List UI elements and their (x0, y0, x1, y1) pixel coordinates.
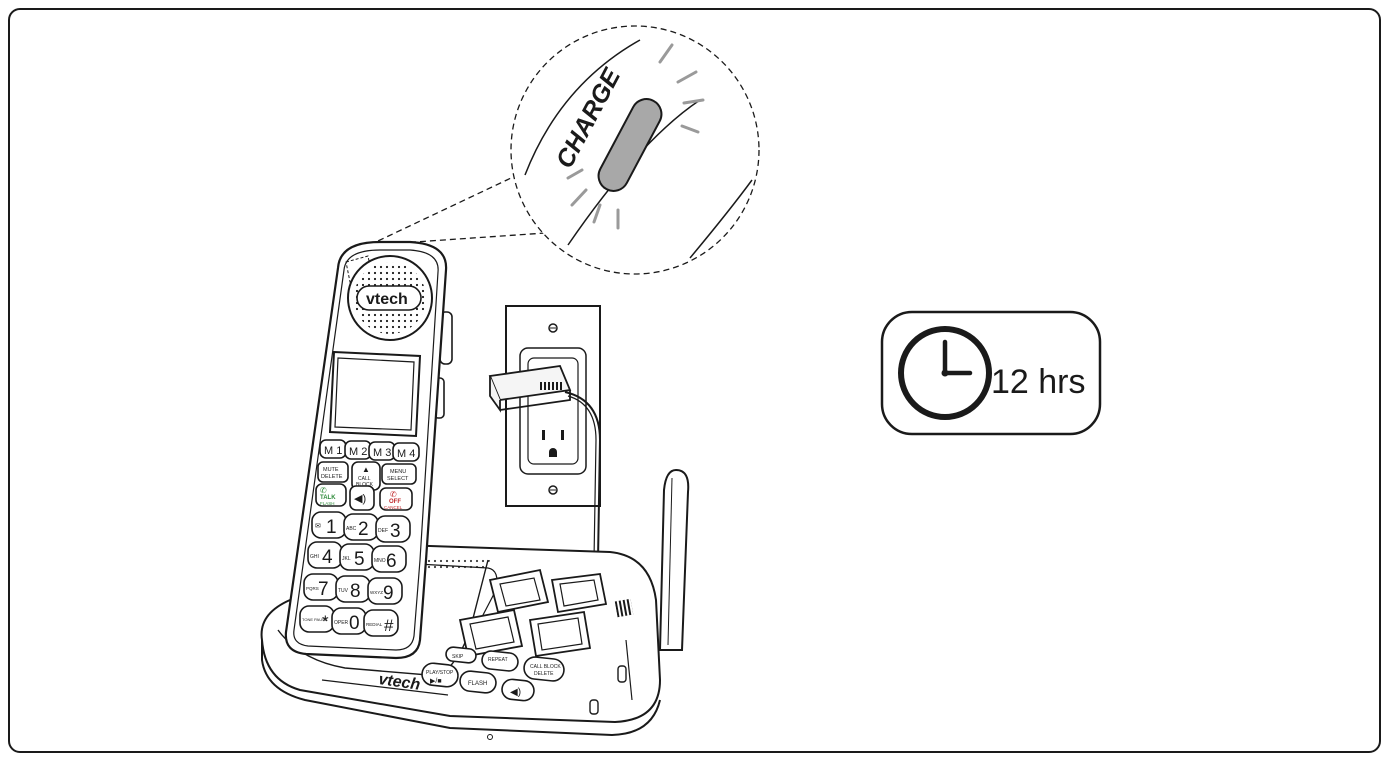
keypad-key-8[interactable]: TUV 8 (336, 576, 370, 602)
keypad-key-1[interactable]: ✉ 1 (312, 512, 346, 538)
svg-text:OPER: OPER (334, 620, 349, 626)
svg-text:FLASH: FLASH (468, 681, 487, 687)
memory-key-m2[interactable]: M 2 (345, 441, 371, 459)
svg-text:ABC: ABC (346, 526, 357, 532)
svg-text:◀): ◀) (354, 493, 366, 505)
svg-text:1: 1 (326, 517, 337, 538)
keypad-key-9[interactable]: WXYZ 9 (368, 578, 402, 604)
memory-key-m1[interactable]: M 1 (320, 440, 346, 458)
svg-text:◀): ◀) (510, 687, 521, 698)
base-memory-button-4[interactable] (530, 612, 590, 656)
svg-text:M 3: M 3 (373, 447, 391, 459)
svg-text:DELETE: DELETE (321, 474, 343, 480)
keypad-key-6[interactable]: MNO 6 (372, 546, 406, 572)
svg-text:✆: ✆ (390, 490, 397, 499)
base-call-block-delete-button[interactable]: CALL BLOCK DELETE (523, 656, 565, 682)
svg-text:✆: ✆ (320, 486, 327, 495)
svg-text:PQRS: PQRS (306, 586, 319, 591)
svg-text:CANCEL: CANCEL (384, 505, 403, 510)
keypad-key-7[interactable]: PQRS 7 (304, 574, 338, 600)
charge-duration-label: 12 hrs (991, 363, 1086, 401)
svg-text:JKL: JKL (342, 556, 351, 562)
svg-text:PLAY/STOP: PLAY/STOP (426, 670, 454, 676)
handset-brand-logo: vtech (366, 291, 408, 308)
svg-text:2: 2 (358, 519, 369, 540)
keypad-key-5[interactable]: JKL 5 (340, 544, 374, 570)
svg-text:TUV: TUV (338, 588, 349, 594)
base-speaker-button[interactable]: ◀) (501, 678, 535, 701)
svg-text:5: 5 (354, 549, 365, 570)
clock-icon (901, 329, 989, 417)
svg-text:MENU: MENU (390, 469, 406, 475)
svg-text:9: 9 (383, 583, 394, 604)
charge-time-badge: 12 hrs (882, 312, 1100, 434)
svg-text:✉: ✉ (315, 523, 321, 530)
svg-text:GHI: GHI (310, 554, 319, 560)
keypad-key-2[interactable]: ABC 2 (344, 514, 378, 540)
keypad-key-0[interactable]: OPER 0 (332, 608, 366, 634)
base-play-stop-button[interactable]: PLAY/STOP ▶/■ (421, 662, 459, 688)
talk-flash-key[interactable]: ✆ TALK FLASH (316, 484, 346, 506)
svg-text:REDIAL: REDIAL (366, 622, 383, 627)
wall-outlet (490, 306, 600, 560)
memory-key-m3[interactable]: M 3 (369, 442, 395, 460)
svg-text:#: # (384, 616, 394, 635)
mute-delete-key[interactable]: MUTE DELETE (318, 462, 348, 482)
svg-text:6: 6 (386, 551, 397, 572)
keypad-key-hash[interactable]: REDIAL # (364, 610, 398, 636)
keypad-key-star[interactable]: TONE PAUSE * (300, 606, 334, 632)
svg-text:M 4: M 4 (397, 448, 415, 460)
svg-text:M 1: M 1 (324, 445, 342, 457)
keypad-key-3[interactable]: DEF 3 (376, 516, 410, 542)
svg-text:DEF: DEF (378, 528, 388, 534)
menu-select-key[interactable]: MENU SELECT (382, 464, 416, 484)
volume-key[interactable]: ◀) (350, 486, 374, 510)
svg-text:▲: ▲ (362, 465, 370, 474)
svg-text:SKIP: SKIP (452, 654, 464, 660)
svg-text:REPEAT: REPEAT (488, 657, 508, 663)
svg-text:4: 4 (322, 547, 333, 568)
keypad-key-4[interactable]: GHI 4 (308, 542, 342, 568)
svg-text:FLASH: FLASH (320, 501, 335, 506)
svg-text:WXYZ: WXYZ (370, 590, 383, 595)
svg-text:3: 3 (390, 521, 401, 542)
memory-key-m4[interactable]: M 4 (393, 443, 419, 461)
base-skip-button[interactable]: SKIP (445, 646, 476, 663)
svg-text:M 2: M 2 (349, 446, 367, 458)
svg-text:MNO: MNO (374, 558, 386, 564)
base-repeat-button[interactable]: REPEAT (481, 650, 519, 672)
svg-text:8: 8 (350, 581, 361, 602)
handset-memory-keys: M 1 M 2 M 3 M 4 (320, 440, 419, 461)
svg-text:MUTE: MUTE (323, 467, 339, 473)
svg-text:CALL BLOCK: CALL BLOCK (530, 664, 561, 670)
svg-text:7: 7 (318, 579, 329, 600)
svg-text:▶/■: ▶/■ (430, 678, 442, 685)
svg-text:0: 0 (349, 613, 360, 634)
svg-text:DELETE: DELETE (534, 671, 554, 677)
base-flash-button[interactable]: FLASH (459, 670, 497, 694)
charge-zoom-callout: CHARGE (342, 26, 759, 274)
svg-text:*: * (322, 612, 329, 631)
svg-text:SELECT: SELECT (387, 476, 409, 482)
off-cancel-key[interactable]: ✆ OFF CANCEL (380, 488, 412, 510)
